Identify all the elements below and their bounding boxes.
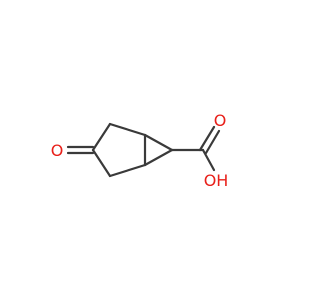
bond-c5-c6 [143, 148, 174, 167]
bond-carboxyl-hydroxyl [201, 148, 216, 172]
bond-c3-c2 [91, 122, 112, 152]
hydroxyl-label: OH [204, 171, 229, 190]
bond-c3-c4 [91, 148, 112, 178]
bond-c2-c1 [108, 122, 147, 137]
carbonyl-double-bond-a [198, 125, 216, 152]
structure-canvas: O O OH [50, 111, 229, 190]
molecule-diagram: O O OH [51, 111, 229, 190]
carbonyl-double-bond-b [204, 129, 221, 155]
bond-c1-c6 [143, 133, 174, 152]
ketone-oxygen-label: O [51, 141, 64, 160]
bond-c4-c5 [108, 163, 147, 178]
carbonyl-oxygen-label: O [214, 111, 227, 130]
